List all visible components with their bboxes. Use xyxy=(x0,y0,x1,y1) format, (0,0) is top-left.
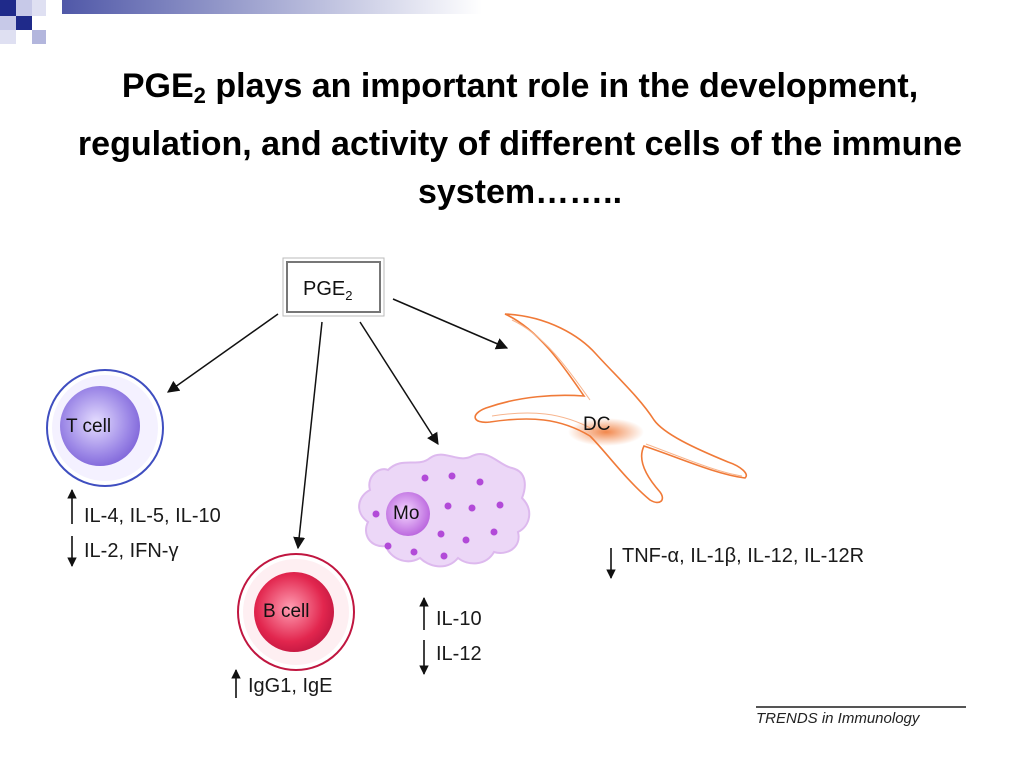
t-cell-down-effects: IL-2, IFN-γ xyxy=(84,540,179,562)
b-cell-up-effects: IgG1, IgE xyxy=(248,675,333,697)
macrophage xyxy=(358,453,531,568)
dendritic-cell xyxy=(474,313,747,504)
macrophage-up-effects: IL-10 xyxy=(436,608,482,630)
arrow-to-macrophage xyxy=(359,321,439,446)
slide-title: PGE2 plays an important role in the deve… xyxy=(77,67,963,211)
pge2-immune-diagram: PGE2 xyxy=(46,257,747,698)
arrow-to-b-cell xyxy=(293,321,323,550)
arrow-to-dc xyxy=(392,298,509,350)
dc-down-effects: TNF-α, IL-1β, IL-12, IL-12R xyxy=(622,545,865,567)
pge2-box xyxy=(286,261,381,313)
t-cell-up-effects: IL-4, IL-5, IL-10 xyxy=(84,505,221,527)
t-cell-label: T cell xyxy=(66,416,112,437)
dc-label: DC xyxy=(583,414,611,435)
pge2-label: PGE2 xyxy=(303,278,352,303)
b-cell-label: B cell xyxy=(263,601,310,622)
t-cell xyxy=(46,369,164,487)
source-credit: TRENDS in Immunology xyxy=(756,706,966,727)
slide-decoration xyxy=(0,0,482,44)
arrow-to-t-cell xyxy=(167,313,279,393)
macrophage-down-effects: IL-12 xyxy=(436,643,482,665)
macrophage-label: Mo xyxy=(393,503,420,524)
b-cell xyxy=(237,553,355,671)
